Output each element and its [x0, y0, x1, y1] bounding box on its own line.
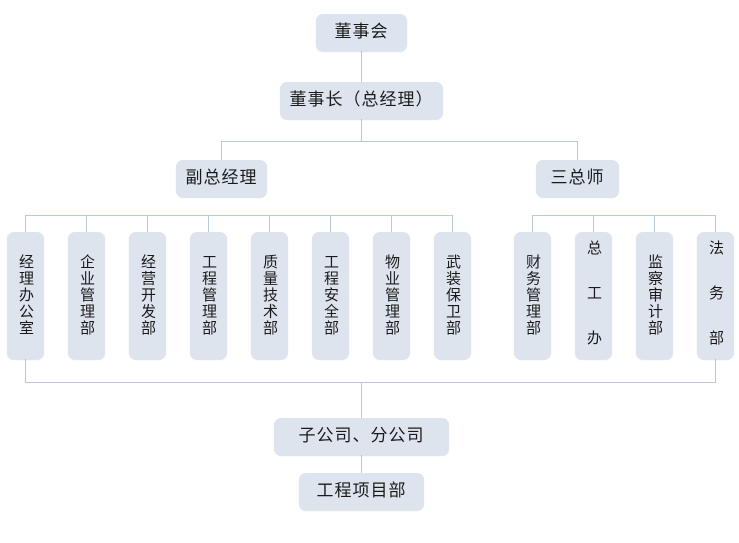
node-three-chiefs-label: 三总师	[550, 167, 605, 188]
dept-box-right-4[interactable]: 法 务 部	[697, 232, 734, 359]
connector-chairman-stem	[361, 118, 362, 141]
node-vice-general-manager-label: 副总经理	[185, 167, 258, 188]
node-chairman[interactable]: 董事长（总经理）	[280, 82, 443, 119]
connector-bus-to-vice-gm	[221, 141, 222, 161]
dept-box-right-2[interactable]: 总 工 办	[575, 232, 612, 359]
dept-box-left-7[interactable]: 物业管理部	[373, 232, 410, 359]
connector-left-drop-1	[25, 215, 26, 232]
connector-board-to-chairman	[361, 50, 362, 83]
connector-bottom-left-riser	[25, 358, 26, 382]
connector-chairman-bus	[221, 141, 578, 142]
dept-label: 总 工 办	[585, 240, 603, 351]
node-subsidiary[interactable]: 子公司、分公司	[274, 418, 449, 455]
connector-bottom-bus	[25, 382, 716, 383]
dept-box-left-4[interactable]: 工程管理部	[190, 232, 227, 359]
dept-label: 法 务 部	[707, 240, 725, 351]
connector-right-dept-bus	[532, 215, 715, 216]
dept-label: 质量技术部	[261, 254, 279, 337]
dept-box-left-5[interactable]: 质量技术部	[251, 232, 288, 359]
connector-bottom-to-subsidiary	[361, 382, 362, 419]
connector-left-drop-2	[86, 215, 87, 232]
connector-left-drop-5	[269, 215, 270, 232]
dept-box-left-3[interactable]: 经营开发部	[129, 232, 166, 359]
connector-right-drop-4	[715, 215, 716, 232]
dept-label: 企业管理部	[78, 254, 96, 337]
connector-subsidiary-to-project	[361, 455, 362, 474]
dept-label: 经营开发部	[139, 254, 157, 337]
connector-left-drop-4	[208, 215, 209, 232]
node-board[interactable]: 董事会	[316, 14, 407, 51]
dept-box-left-1[interactable]: 经理办公室	[7, 232, 44, 359]
connector-left-drop-3	[147, 215, 148, 232]
connector-right-drop-2	[593, 215, 594, 232]
connector-left-drop-8	[452, 215, 453, 232]
dept-box-left-6[interactable]: 工程安全部	[312, 232, 349, 359]
node-subsidiary-label: 子公司、分公司	[298, 425, 425, 446]
connector-bus-to-three-chiefs	[577, 141, 578, 161]
node-project-department[interactable]: 工程项目部	[299, 473, 424, 510]
dept-label: 工程安全部	[322, 254, 340, 337]
connector-left-dept-bus	[25, 215, 453, 216]
connector-right-drop-3	[654, 215, 655, 232]
dept-label: 财务管理部	[524, 254, 542, 337]
dept-box-left-8[interactable]: 武装保卫部	[434, 232, 471, 359]
connector-bottom-right-riser	[715, 358, 716, 382]
dept-label: 经理办公室	[17, 254, 35, 337]
dept-box-right-3[interactable]: 监察审计部	[636, 232, 673, 359]
connector-right-drop-1	[532, 215, 533, 232]
dept-box-left-2[interactable]: 企业管理部	[68, 232, 105, 359]
connector-left-drop-7	[391, 215, 392, 232]
node-project-department-label: 工程项目部	[316, 480, 407, 501]
node-board-label: 董事会	[334, 21, 389, 42]
dept-label: 物业管理部	[383, 254, 401, 337]
dept-box-right-1[interactable]: 财务管理部	[514, 232, 551, 359]
node-three-chiefs[interactable]: 三总师	[536, 160, 619, 197]
node-vice-general-manager[interactable]: 副总经理	[176, 160, 267, 197]
connector-left-drop-6	[330, 215, 331, 232]
node-chairman-label: 董事长（总经理）	[289, 89, 434, 110]
dept-label: 武装保卫部	[444, 254, 462, 337]
dept-label: 监察审计部	[646, 254, 664, 337]
dept-label: 工程管理部	[200, 254, 218, 337]
